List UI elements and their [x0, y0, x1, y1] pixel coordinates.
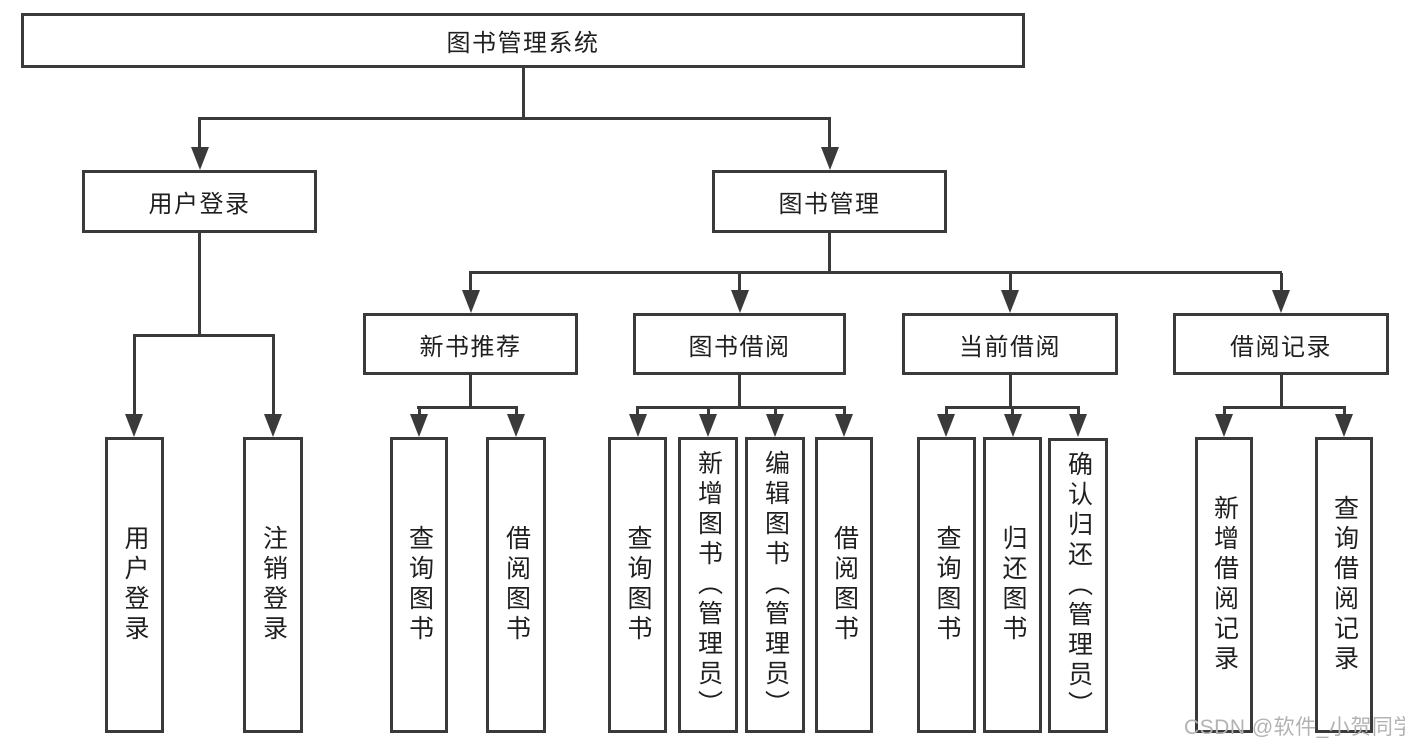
leaf-records-query-record-label: 查询借阅记录	[1330, 495, 1359, 675]
connector-root-stem	[522, 68, 525, 118]
connector-leaf-drop	[945, 407, 948, 417]
arrow-down-icon	[766, 414, 784, 437]
connector-book-management-stem	[828, 233, 831, 273]
arrow-down-icon	[1069, 414, 1087, 437]
arrow-down-icon	[821, 147, 839, 170]
connector-book-borrowing-branch	[636, 406, 846, 409]
leaf-records-add-record: 新增借阅记录	[1195, 437, 1253, 733]
leaf-borrowing-edit-books-label: 编辑图书（管理员）	[761, 450, 790, 720]
arrow-down-icon	[264, 414, 282, 437]
node-book-borrowing: 图书借阅	[633, 313, 846, 375]
node-book-management-label: 图书管理	[778, 191, 881, 218]
connector-book-borrowing-stem	[738, 375, 741, 407]
leaf-recommend-borrow-books-label: 借阅图书	[502, 525, 531, 645]
leaf-records-add-record-label: 新增借阅记录	[1210, 495, 1239, 675]
connector-leaf-drop	[1077, 407, 1080, 417]
connector-borrowing-records-stem	[1280, 375, 1283, 407]
arrow-down-icon	[410, 414, 428, 437]
node-borrowing-records: 借阅记录	[1173, 313, 1389, 375]
connector-leaf-drop	[1011, 407, 1014, 417]
leaf-recommend-borrow-books: 借阅图书	[486, 437, 546, 733]
node-book-borrowing-label: 图书借阅	[688, 333, 791, 361]
leaf-current-query-books: 查询图书	[917, 437, 976, 733]
node-borrowing-records-label: 借阅记录	[1230, 333, 1332, 361]
leaf-borrowing-borrow-books: 借阅图书	[815, 437, 873, 733]
connector-level3-drop	[469, 273, 472, 295]
arrow-down-icon	[835, 414, 853, 437]
leaf-borrowing-query-books: 查询图书	[608, 437, 667, 733]
leaf-borrowing-edit-books: 编辑图书（管理员）	[745, 437, 805, 733]
connector-user-login-drop	[198, 118, 201, 150]
leaf-current-confirm-return-label: 确认归还（管理员）	[1064, 450, 1093, 721]
arrow-down-icon	[1272, 290, 1290, 313]
connector-leaf-drop	[1343, 407, 1346, 417]
connector-user-login-branch	[133, 334, 275, 337]
node-user-login-label: 用户登录	[148, 191, 251, 218]
arrow-down-icon	[699, 414, 717, 437]
connector-leaf-drop	[707, 407, 710, 417]
connector-borrowing-records-branch	[1223, 406, 1346, 409]
connector-leaf-drop	[515, 407, 518, 417]
arrow-down-icon	[731, 290, 749, 313]
node-new-book-recommend: 新书推荐	[363, 313, 578, 375]
connector-leaf-drop	[636, 407, 639, 417]
connector-root-branch	[198, 117, 831, 120]
csdn-watermark: CSDN @软件_小贺同学	[1184, 716, 1405, 739]
connector-book-management-drop	[828, 118, 831, 150]
connector-leaf-drop	[1223, 407, 1226, 417]
connector-leaf-drop	[272, 336, 275, 417]
leaf-recommend-query-books: 查询图书	[390, 437, 448, 733]
connector-new-book-stem	[469, 375, 472, 407]
arrow-down-icon	[125, 414, 143, 437]
node-book-management: 图书管理	[712, 170, 947, 233]
connector-leaf-drop	[133, 336, 136, 417]
arrow-down-icon	[1004, 414, 1022, 437]
arrow-down-icon	[191, 147, 209, 170]
node-root: 图书管理系统	[21, 13, 1025, 68]
leaf-recommend-query-books-label: 查询图书	[405, 525, 434, 645]
leaf-borrowing-query-books-label: 查询图书	[624, 525, 652, 645]
leaf-borrowing-add-books-label: 新增图书（管理员）	[694, 450, 723, 720]
leaf-current-return-books-label: 归还图书	[999, 525, 1027, 645]
leaf-current-return-books: 归还图书	[983, 437, 1042, 733]
leaf-borrowing-add-books: 新增图书（管理员）	[678, 437, 738, 733]
leaf-borrowing-borrow-books-label: 借阅图书	[830, 525, 859, 645]
arrow-down-icon	[507, 414, 525, 437]
connector-leaf-drop	[843, 407, 846, 417]
node-current-borrowing: 当前借阅	[902, 313, 1118, 375]
arrow-down-icon	[1001, 290, 1019, 313]
arrow-down-icon	[462, 290, 480, 313]
arrow-down-icon	[937, 414, 955, 437]
connector-new-book-branch	[417, 406, 518, 409]
leaf-logout: 注销登录	[243, 437, 303, 733]
node-current-borrowing-label: 当前借阅	[959, 333, 1061, 361]
node-user-login: 用户登录	[82, 170, 317, 233]
leaf-records-query-record: 查询借阅记录	[1315, 437, 1373, 733]
leaf-logout-label: 注销登录	[259, 525, 288, 645]
connector-user-login-stem	[198, 233, 201, 336]
connector-level3-drop	[738, 273, 741, 295]
connector-leaf-drop	[418, 407, 421, 417]
arrow-down-icon	[1335, 414, 1353, 437]
arrow-down-icon	[629, 414, 647, 437]
arrow-down-icon	[1215, 414, 1233, 437]
leaf-user-login-label: 用户登录	[121, 525, 149, 645]
node-new-book-recommend-label: 新书推荐	[419, 333, 522, 361]
leaf-current-query-books-label: 查询图书	[933, 525, 961, 645]
leaf-user-login: 用户登录	[105, 437, 164, 733]
leaf-current-confirm-return: 确认归还（管理员）	[1048, 438, 1108, 733]
node-root-label: 图书管理系统	[446, 30, 600, 57]
connector-book-management-branch	[469, 271, 1282, 274]
connector-leaf-drop	[774, 407, 777, 417]
connector-current-borrowing-stem	[1009, 375, 1012, 407]
connector-level3-drop	[1009, 273, 1012, 295]
connector-level3-drop	[1280, 273, 1283, 295]
